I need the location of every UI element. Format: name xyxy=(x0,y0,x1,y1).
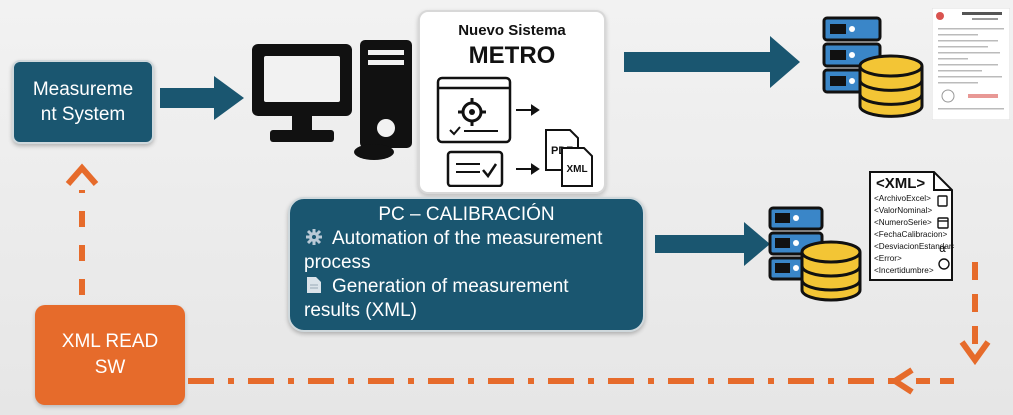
pc-item-automation-text: Automation of the measurement process xyxy=(304,228,603,273)
pc-item-generation: Generation of measurement results (XML) xyxy=(304,275,629,323)
arrow-small-2 xyxy=(516,163,540,175)
arrow-small-1 xyxy=(516,104,540,116)
metro-title-line1: Nuevo Sistema xyxy=(458,22,566,39)
measurement-system-box: Measurement System xyxy=(12,60,154,144)
pc-item-generation-text: Generation of measurement results (XML) xyxy=(304,276,569,321)
xml-tag-valor-nominal: <ValorNominal> xyxy=(874,206,932,215)
pc-calibration-box: PC – CALIBRACIÓN Automation of the measu… xyxy=(288,197,645,332)
metro-process-icons: PDF XML xyxy=(436,76,593,187)
server-database-top xyxy=(822,16,924,118)
dashed-line-right xyxy=(959,262,991,366)
arrow-measurement-to-computer xyxy=(160,76,244,120)
computer-icon xyxy=(252,40,412,160)
metro-title-line2: METRO xyxy=(468,42,556,69)
dash-dot-line-bottom xyxy=(188,367,962,395)
xml-tag-archivo-excel: <ArchivoExcel> xyxy=(874,194,931,203)
pc-calibration-title: PC – CALIBRACIÓN xyxy=(378,204,555,225)
pc-item-automation: Automation of the measurement process xyxy=(304,227,629,275)
dashed-line-left xyxy=(65,163,99,295)
database-icon xyxy=(858,54,924,118)
certificate-document-icon xyxy=(932,8,1010,120)
svg-text:α: α xyxy=(939,242,946,255)
xml-file-icon: XML xyxy=(561,147,593,187)
gear-icon xyxy=(304,227,324,251)
xml-document-title: <XML> xyxy=(876,175,925,192)
arrow-pc-to-database xyxy=(655,222,770,266)
measurement-system-label: Measurement System xyxy=(32,79,134,125)
xml-label: XML xyxy=(566,164,587,175)
xml-tag-fecha-calibracion: <FechaCalibracion> xyxy=(874,230,947,239)
xml-tag-numero-serie: <NumeroSerie> xyxy=(874,218,932,227)
xml-document-icon: <XML> <ArchivoExcel> <ValorNominal> <Num… xyxy=(869,171,954,281)
checklist-icon xyxy=(446,150,504,187)
xml-tag-error: <Error> xyxy=(874,254,902,263)
metro-system-card: Nuevo Sistema METRO xyxy=(418,10,606,194)
xml-side-icons: α xyxy=(937,195,950,270)
database-icon xyxy=(800,240,862,302)
xml-read-sw-box: XML READ SW xyxy=(35,305,185,405)
xml-tag-incertidumbre: <Incertidumbre> xyxy=(874,266,934,275)
gear-document-icon xyxy=(436,76,512,144)
document-icon xyxy=(304,275,324,299)
xml-read-sw-label: XML READ SW xyxy=(61,331,159,378)
server-database-middle xyxy=(768,206,862,302)
xml-tag-desviacion-estandar: <DesviacionEstandar> xyxy=(874,242,954,251)
arrow-metro-to-server xyxy=(624,36,800,88)
